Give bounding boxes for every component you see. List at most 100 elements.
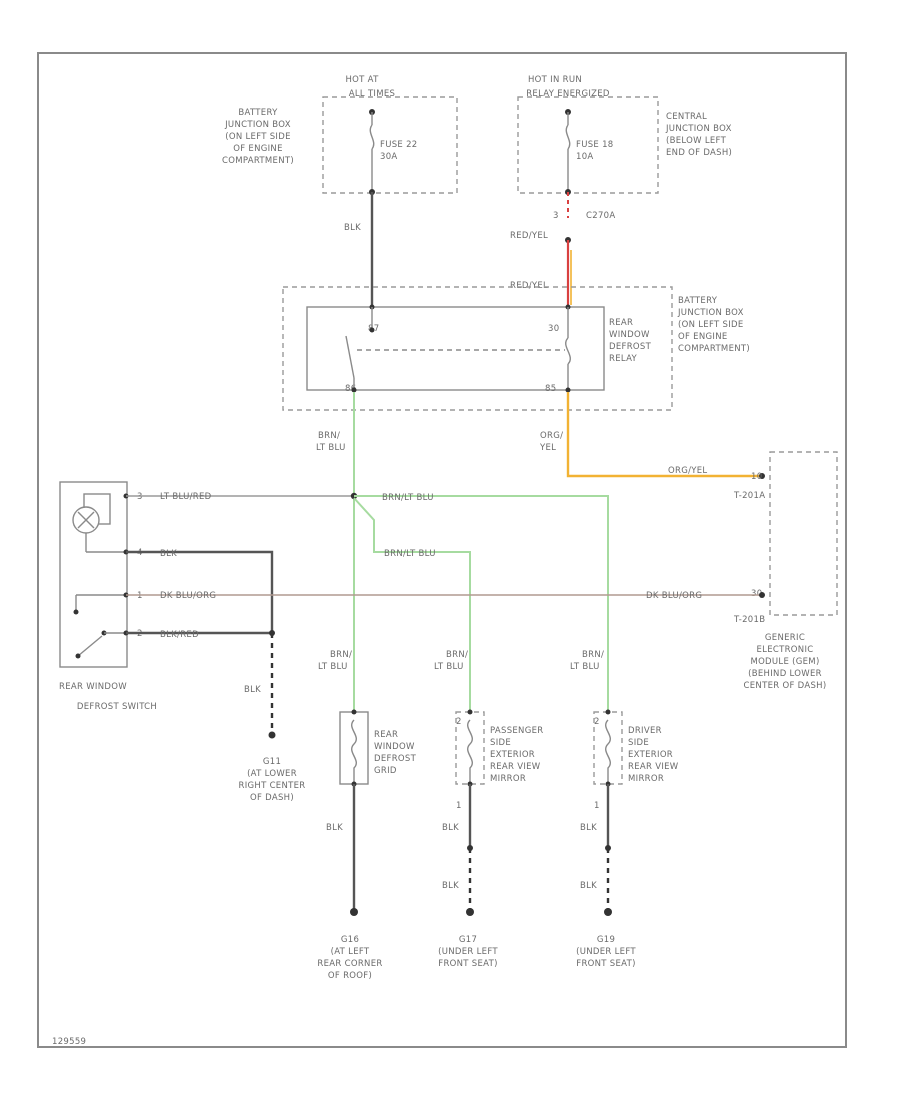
battery-jb-location-3: (ON LEFT SIDE (225, 132, 291, 142)
c270a-connector-label: C270A (586, 211, 615, 221)
battery-jb-location-4: OF ENGINE (233, 144, 283, 154)
pass-mirror-name-5: MIRROR (490, 774, 526, 784)
grid-name-2: WINDOW (374, 742, 415, 752)
drv-mirror-pin-1: 1 (594, 801, 600, 811)
blk-grid-label: BLK (326, 823, 343, 833)
ground-g19-loc-1: (UNDER LEFT (576, 947, 636, 957)
central-jb-location-2: JUNCTION BOX (665, 124, 732, 134)
battery-jb-location-1: BATTERY (238, 108, 278, 118)
diagram-code: 129559 (52, 1037, 86, 1047)
central-jb-location-1: CENTRAL (666, 112, 707, 122)
pass-mirror-name-1: PASSENGER (490, 726, 543, 736)
relay-location-5: COMPARTMENT) (678, 344, 750, 354)
rear-window-defrost-relay: 87 30 86 85 REAR WINDOW DEFROST RELAY BA… (282, 286, 750, 411)
diagram-frame (37, 52, 847, 1048)
brn-lt-blu-grid-label-a: BRN/ (330, 650, 352, 660)
ground-g17-loc-2: FRONT SEAT) (438, 959, 497, 969)
gem-pin-30: 30 (751, 589, 762, 599)
fuse-18-icon (565, 124, 571, 150)
ground-g16-loc-1: (AT LEFT (331, 947, 370, 957)
relay-energized-label: RELAY ENERGIZED (526, 89, 610, 99)
driver-side-mirror: 2 DRIVER SIDE EXTERIOR REAR VIEW MIRROR … (593, 709, 679, 811)
brn-lt-blu-passenger-wire (353, 497, 471, 712)
lt-blu-red-label: LT BLU/RED (160, 492, 212, 502)
ground-g16-loc-3: OF ROOF) (328, 971, 372, 981)
pass-mirror-name-4: REAR VIEW (490, 762, 541, 772)
relay-pin-30: 30 (548, 324, 559, 334)
central-jb-location-3: (BELOW LEFT (666, 136, 727, 146)
blk-switch-down-label: BLK (244, 685, 261, 695)
blk-red-label: BLK/RED (160, 630, 199, 640)
relay-name-1: REAR (609, 318, 633, 328)
ground-g11-loc-1: (AT LOWER (247, 769, 297, 779)
central-jb-location-4: END OF DASH) (666, 148, 732, 158)
ground-g17-label: G17 (459, 935, 477, 945)
hot-at-all-times-label: HOT AT (345, 75, 379, 85)
org-yel-label-a: ORG/ (540, 431, 563, 441)
ground-g16-icon (350, 908, 358, 916)
relay-location-2: JUNCTION BOX (677, 308, 744, 318)
grid-name-3: DEFROST (374, 754, 417, 764)
ground-g19-label: G19 (597, 935, 615, 945)
brn-lt-blu-drv-label-a: BRN/ (582, 650, 604, 660)
ground-g16-loc-2: REAR CORNER (317, 959, 382, 969)
relay-location-4: OF ENGINE (678, 332, 728, 342)
ground-g11-label: G11 (263, 757, 281, 767)
org-yel-label-b: YEL (539, 443, 556, 453)
fuse-18-rating: 10A (576, 152, 594, 162)
switch-contact-icon (77, 635, 103, 657)
blk-drv2-label: BLK (580, 881, 597, 891)
gem-connector-t201a: T-201A (733, 491, 765, 501)
blk-switch-label: BLK (160, 549, 177, 559)
relay-contact-icon (345, 335, 355, 379)
gem-connector-t201b: T-201B (733, 615, 765, 625)
ground-g19-loc-2: FRONT SEAT) (576, 959, 635, 969)
blk-feed-wire-label: BLK (344, 223, 361, 233)
drv-mirror-heater-icon (605, 719, 611, 782)
brn-lt-blu-h1-label: BRN/LT BLU (382, 493, 434, 503)
c270a-pin-label: 3 (553, 211, 559, 221)
brn-lt-blu-label-1b: LT BLU (316, 443, 346, 453)
switch-pin-3: 3 (137, 492, 143, 502)
pass-mirror-pin-2: 2 (456, 717, 462, 727)
red-yel-wire-label-top: RED/YEL (510, 231, 548, 241)
drv-mirror-name-4: REAR VIEW (628, 762, 679, 772)
ground-g11-loc-2: RIGHT CENTER (238, 781, 305, 791)
ground-g17-loc-1: (UNDER LEFT (438, 947, 498, 957)
relay-coil-icon (565, 337, 571, 365)
org-yel-label-h: ORG/YEL (668, 466, 707, 476)
pass-mirror-pin-1: 1 (456, 801, 462, 811)
drv-mirror-name-5: MIRROR (628, 774, 664, 784)
brn-lt-blu-pass-label-b: LT BLU (434, 662, 464, 672)
gem-name-3: MODULE (GEM) (750, 657, 819, 667)
battery-jb-location-5: COMPARTMENT) (222, 156, 294, 166)
blk-pass2-label: BLK (442, 881, 459, 891)
ground-g11-icon (268, 731, 276, 739)
ground-g19-icon (604, 908, 612, 916)
gem-name-1: GENERIC (765, 633, 805, 643)
blk-drv-label: BLK (580, 823, 597, 833)
hot-at-all-times-label-2: ALL TIMES (349, 89, 396, 99)
brn-lt-blu-label-1a: BRN/ (318, 431, 340, 441)
switch-pin-1: 1 (137, 591, 143, 601)
red-yel-wire-label-relay: RED/YEL (510, 281, 548, 291)
drv-mirror-name-2: SIDE (628, 738, 649, 748)
fuse-22-rating: 30A (380, 152, 398, 162)
dk-blu-org-label-gem: DK BLU/ORG (646, 591, 702, 601)
brn-lt-blu-h2-label: BRN/LT BLU (384, 549, 436, 559)
gem-name-5: CENTER OF DASH) (744, 681, 827, 691)
switch-name-2: DEFROST SWITCH (77, 702, 157, 712)
rear-window-defrost-grid: REAR WINDOW DEFROST GRID (339, 709, 417, 787)
drv-mirror-name-1: DRIVER (628, 726, 662, 736)
relay-name-2: WINDOW (609, 330, 650, 340)
generic-electronic-module: T-201A 30 T-201B GENERIC ELECTRONIC MODU… (733, 451, 838, 691)
brn-lt-blu-pass-label-a: BRN/ (446, 650, 468, 660)
grid-name-4: GRID (374, 766, 397, 776)
relay-pin-85: 85 (545, 384, 556, 394)
drv-mirror-pin-2: 2 (594, 717, 600, 727)
central-fuse-box: HOT IN RUN RELAY ENERGIZED FUSE 18 10A C… (517, 75, 732, 195)
fuse-22-icon (369, 124, 375, 150)
battery-jb-location-2: JUNCTION BOX (224, 120, 291, 130)
relay-name-4: RELAY (609, 354, 638, 364)
